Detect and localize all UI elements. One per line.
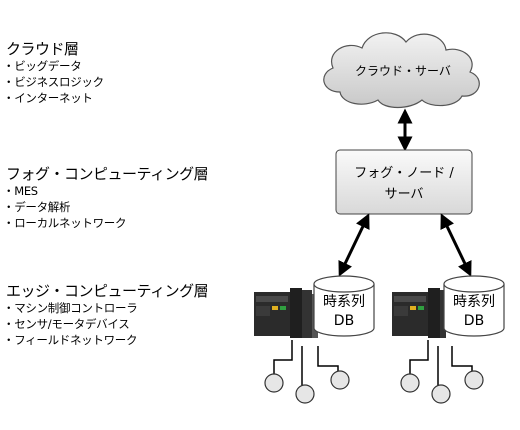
cloud-server-label: クラウド・サーバ (355, 64, 451, 78)
cloud-layer-list: ビッグデータ ビジネスロジック インターネット (6, 58, 104, 106)
list-item: マシン制御コントローラ (6, 300, 208, 316)
sensor-wires-right (409, 340, 473, 386)
sensor-icon (330, 370, 350, 390)
list-item: ビッグデータ (6, 58, 104, 74)
list-item: ローカルネットワーク (6, 215, 208, 231)
edge-group-right: 時系列 DB (392, 275, 505, 404)
fog-layer-description: フォグ・コンピューティング層 MES データ解析 ローカルネットワーク (6, 165, 209, 231)
fog-node-label-line1: フォグ・ノード / (354, 166, 454, 181)
db-left-label-line1: 時系列 (323, 294, 365, 310)
list-item: データ解析 (6, 199, 208, 215)
sensor-icons-left (264, 370, 350, 404)
fog-node-box (335, 149, 473, 215)
edge-layer-list: マシン制御コントローラ センサ/モータデバイス フィールドネットワーク (6, 300, 208, 348)
cloud-layer-title: クラウド層 (6, 40, 79, 58)
cloud-shape (323, 32, 480, 109)
db-right-label-line2: DB (464, 313, 484, 329)
plc-controller-icon (392, 288, 446, 338)
timeseries-db-left: 時系列 DB (313, 275, 375, 337)
timeseries-db-right: 時系列 DB (443, 275, 505, 337)
sensor-icon (264, 373, 284, 393)
list-item: センサ/モータデバイス (6, 316, 208, 332)
sensor-wires-left (273, 340, 339, 386)
fog-edge-left-arrow (338, 213, 370, 277)
fog-layer-title: フォグ・コンピューティング層 (6, 165, 209, 183)
db-right-label-line1: 時系列 (453, 294, 495, 310)
list-item: インターネット (6, 90, 104, 106)
cloud-layer-description: クラウド層 ビッグデータ ビジネスロジック インターネット (6, 40, 104, 106)
fog-node: フォグ・ノード / サーバ (335, 149, 473, 215)
plc-controller-icon (254, 288, 318, 338)
fog-edge-right-arrow (440, 213, 472, 277)
db-left-label-line2: DB (334, 313, 354, 329)
sensor-icon (400, 373, 420, 393)
sensor-icon (431, 384, 451, 404)
fog-layer-list: MES データ解析 ローカルネットワーク (6, 183, 208, 231)
list-item: MES (6, 183, 208, 199)
sensor-icon (295, 384, 315, 404)
edge-layer-title: エッジ・コンピューティング層 (6, 282, 209, 300)
list-item: ビジネスロジック (6, 74, 104, 90)
list-item: フィールドネットワーク (6, 332, 208, 348)
fog-node-label-line2: サーバ (385, 187, 424, 202)
sensor-icon (464, 370, 484, 390)
sensor-icons-right (400, 370, 484, 404)
edge-layer-description: エッジ・コンピューティング層 マシン制御コントローラ センサ/モータデバイス フ… (6, 282, 209, 348)
cloud-server-node: クラウド・サーバ (323, 32, 480, 109)
edge-group-left: 時系列 DB (254, 275, 375, 404)
